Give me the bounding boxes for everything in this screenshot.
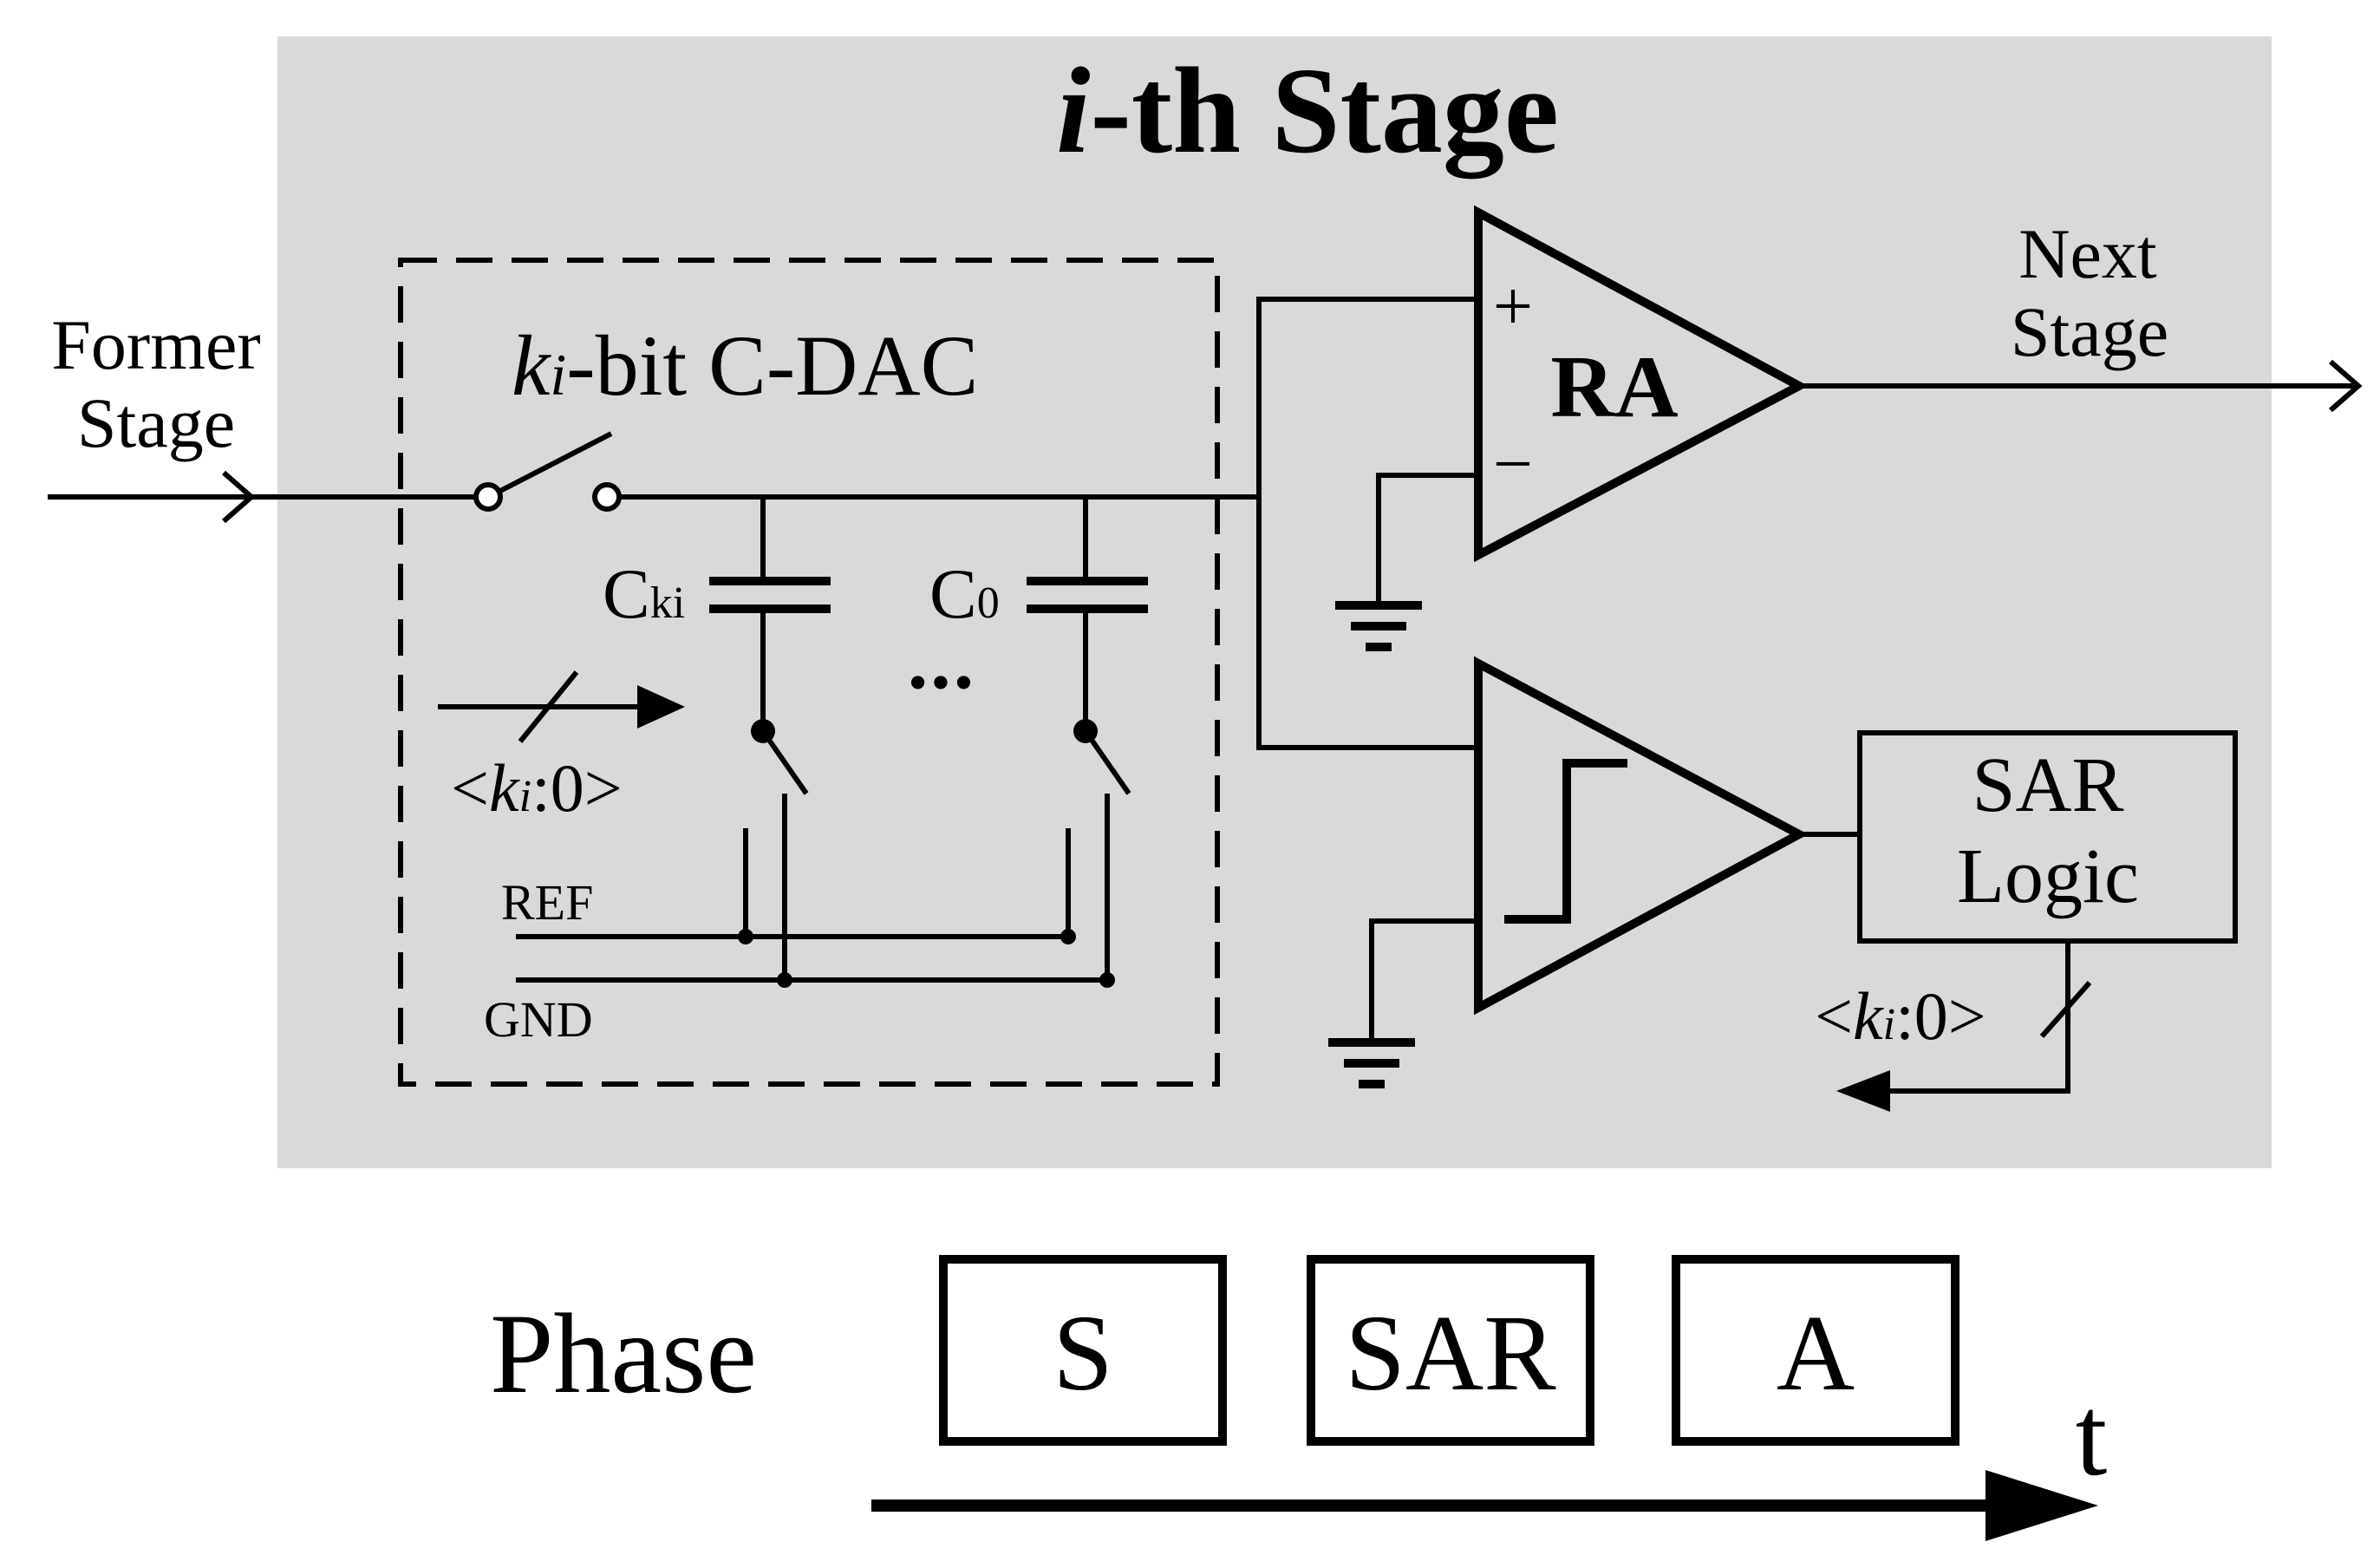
sar-logic-label-line1: SAR <box>1972 742 2123 828</box>
switch-terminal-right <box>592 482 622 512</box>
sar-logic-block <box>1857 730 2238 944</box>
sampling-switch-blade <box>499 431 613 493</box>
phase-box-s-label: S <box>1053 1294 1113 1414</box>
comparator-triangle <box>1474 656 1809 1016</box>
comparator-minus-wire <box>1369 918 1478 1042</box>
phase-box-s <box>939 1255 1227 1446</box>
residue-amplifier-triangle <box>1474 205 1809 563</box>
sar-bus-k: k <box>1853 978 1884 1054</box>
node-to-comparator-wire <box>1256 497 1478 750</box>
sar-feedback-bus-slash <box>2039 981 2092 1038</box>
phase-box-a <box>1672 1255 1959 1446</box>
switch-0-blade <box>1083 729 1131 795</box>
former-stage-label-line2: Stage <box>77 383 235 462</box>
stage-title-rest: -th Stage <box>1091 42 1559 179</box>
phase-box-sar <box>1307 1255 1594 1446</box>
cap-0-label: C0 <box>929 554 1000 633</box>
sar-feedback-arrowhead <box>1836 1070 1890 1112</box>
amplifier-label: RA <box>1550 338 1678 436</box>
sar-feedback-bus <box>1890 941 2070 1094</box>
phase-box-sar-label: SAR <box>1345 1294 1556 1414</box>
sar-feedback-bus-label: <ki:0> <box>1815 978 1986 1054</box>
amplifier-minus-wire <box>1376 473 1478 605</box>
ref-node-ki <box>738 929 753 944</box>
cap-ki-label-main: C <box>603 554 650 633</box>
phase-label: Phase <box>490 1290 757 1417</box>
cdac-label-i: i <box>550 342 566 408</box>
node-to-ra-wire <box>1256 297 1478 497</box>
phase-box-a-label: A <box>1777 1294 1855 1414</box>
former-stage-label-line1: Former <box>51 305 260 384</box>
switch-terminal-left <box>473 482 503 512</box>
gnd-node-0 <box>1099 972 1115 988</box>
cap-0-label-sub: 0 <box>977 578 1000 628</box>
gnd-label: GND <box>484 991 593 1048</box>
cdac-bus-open: < <box>451 750 489 826</box>
cdac-control-arrowhead <box>637 685 685 728</box>
amplifier-plus-sign: + <box>1493 266 1533 345</box>
amplifier-ground-icon <box>1335 601 1422 651</box>
cdac-bus-close: :0> <box>531 750 623 826</box>
ref-label: REF <box>501 874 593 931</box>
amplifier-minus-sign: − <box>1493 424 1533 503</box>
switch-ki-blade <box>760 729 809 795</box>
sar-bus-open: < <box>1815 978 1853 1054</box>
cdac-bus-i: i <box>519 772 531 821</box>
ref-node-0 <box>1060 929 1076 944</box>
time-axis-arrowhead <box>1986 1470 2098 1541</box>
cap-ki-label: Cki <box>603 554 685 633</box>
time-label: t <box>2076 1372 2108 1499</box>
cdac-control-bus-label: <ki:0> <box>451 750 623 826</box>
sar-bus-close: :0> <box>1895 978 1986 1054</box>
capacitor-ellipsis: ••• <box>908 651 976 713</box>
cdac-label-k: k <box>512 317 551 414</box>
cap-ki-label-sub: ki <box>650 578 685 628</box>
sar-bus-i: i <box>1883 1000 1895 1049</box>
cdac-control-bus-slash <box>518 670 579 743</box>
sar-logic-label-line2: Logic <box>1957 833 2139 919</box>
cdac-bus-k: k <box>489 750 520 826</box>
comparator-ground-icon <box>1328 1038 1415 1088</box>
stage-title: i-th Stage <box>1056 42 1559 179</box>
stage-title-italic: i <box>1056 42 1090 179</box>
cdac-label: ki-bit C-DAC <box>512 317 978 414</box>
cdac-dashed-box <box>398 258 1220 1087</box>
next-stage-label-line2: Stage <box>2011 292 2168 371</box>
gnd-node-ki <box>777 972 792 988</box>
output-arrowhead <box>2329 359 2363 413</box>
cdac-label-rest: -bit C-DAC <box>566 317 978 414</box>
comparator-hysteresis-icon <box>1504 759 1627 924</box>
cap-0-label-main: C <box>929 554 977 633</box>
next-stage-label-line1: Next <box>2018 214 2157 293</box>
